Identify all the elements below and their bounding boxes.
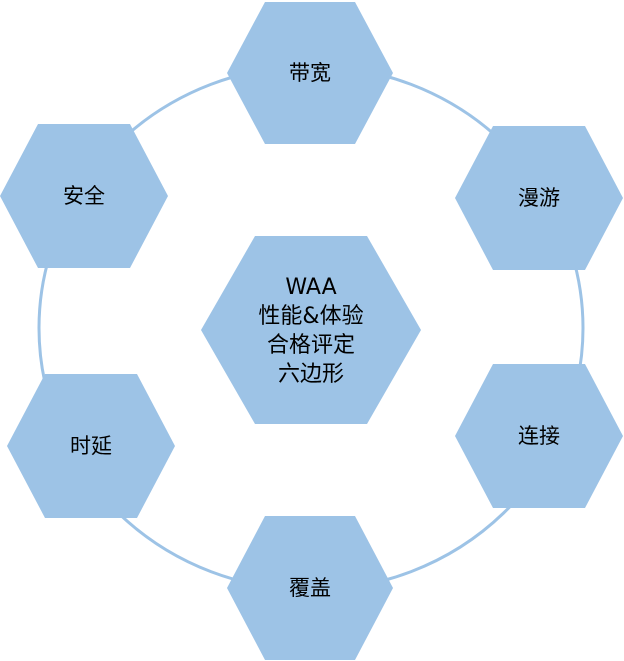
node-latency: 时延: [7, 374, 175, 518]
center-line-4: 六边形: [278, 362, 344, 387]
node-roaming-label: 漫游: [518, 186, 560, 210]
node-coverage-shape: [227, 516, 393, 660]
node-security-shape: [0, 124, 168, 268]
node-coverage: 覆盖: [227, 516, 393, 660]
center-line-2: 性能&体验: [258, 304, 363, 329]
center-line-1: WAA: [285, 275, 336, 300]
node-bandwidth: 带宽: [227, 2, 393, 144]
center-line-3: 合格评定: [267, 333, 355, 358]
node-roaming: 漫游: [455, 126, 623, 270]
node-bandwidth-shape: [227, 2, 393, 144]
node-coverage-label: 覆盖: [289, 576, 331, 600]
node-latency-shape: [7, 374, 175, 518]
node-connection-shape: [455, 364, 623, 508]
center-hexagon: WAA 性能&体验 合格评定 六边形: [201, 236, 421, 424]
node-security: 安全: [0, 124, 168, 268]
node-security-label: 安全: [63, 184, 105, 208]
node-connection-label: 连接: [518, 424, 560, 448]
center-hexagon-shape: [201, 236, 421, 424]
node-bandwidth-label: 带宽: [289, 61, 331, 85]
node-connection: 连接: [455, 364, 623, 508]
node-latency-label: 时延: [70, 434, 112, 458]
node-roaming-shape: [455, 126, 623, 270]
